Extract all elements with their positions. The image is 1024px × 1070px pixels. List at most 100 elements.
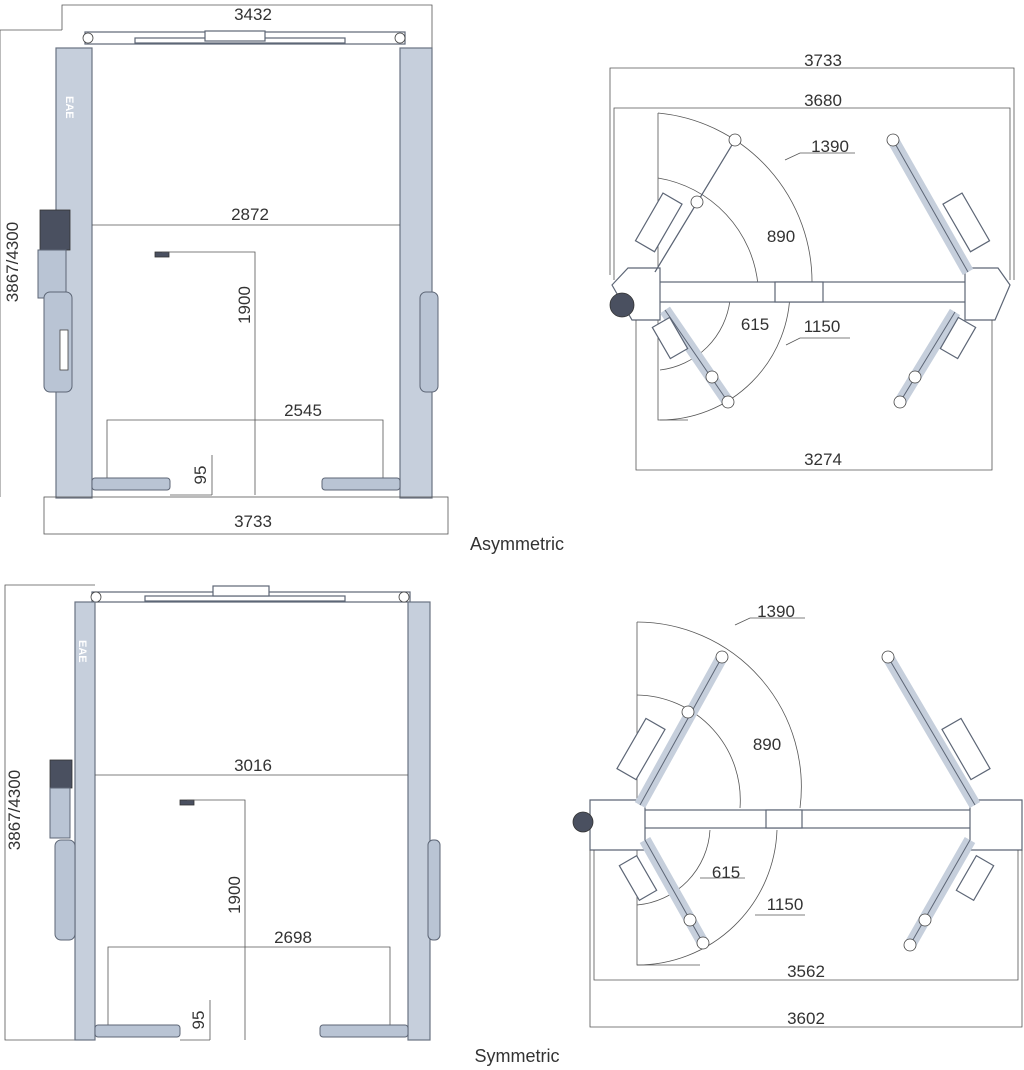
asym-top-overall-width-label: 3733 — [804, 51, 842, 70]
sym-arm-short-min-arc — [636, 829, 711, 906]
pad-height-dimension-line — [170, 455, 213, 496]
asymmetric-caption: Asymmetric — [470, 534, 564, 554]
door-guard — [634, 192, 683, 253]
sym-right-carriage-cover — [427, 839, 441, 941]
sym-left-lift-arm — [94, 1024, 181, 1038]
sym-arm-pad — [683, 913, 697, 927]
asym-column-span-label: 3680 — [804, 91, 842, 110]
arm-pad — [728, 133, 742, 147]
sym-top-inner-width-label: 3562 — [787, 962, 825, 981]
asymmetric-front-view: 3432 3867/4300 EAE 2872 1900 2545 95 — [0, 4, 449, 535]
sym-top-arm-long-min-label: 890 — [753, 735, 781, 754]
sym-door-guard — [618, 854, 658, 902]
motor-top-icon — [609, 292, 635, 318]
crossbar-pulley-left — [82, 32, 94, 44]
symmetric-front-view: 3867/4300 EAE 3016 1900 2698 95 — [4, 584, 441, 1041]
floor-outline — [43, 496, 449, 535]
sym-top-overall-width-label: 3602 — [787, 1009, 825, 1028]
sym-height-label: 3867/4300 — [5, 770, 24, 850]
sym-right-column — [407, 601, 431, 1041]
sym-base-width-label: 2698 — [274, 928, 312, 947]
sym-front-left-arm-outline — [639, 656, 723, 806]
asym-top-arm-short-min-label: 615 — [741, 315, 769, 334]
sym-arm-short-arc — [636, 829, 778, 966]
sym-left-column-base — [589, 799, 646, 851]
sym-crossbar-pulley-right — [398, 591, 410, 603]
sym-arm-pad — [715, 650, 729, 664]
sym-height-dimension-line — [4, 584, 95, 1041]
asym-top-arm-long-label: 1390 — [811, 137, 849, 156]
right-column — [399, 47, 433, 499]
lift-height-dimension-line — [162, 251, 256, 495]
sym-crossbar-pulley-left — [90, 591, 102, 603]
arm-pad — [690, 195, 704, 209]
sym-control-box — [54, 839, 76, 941]
arm-long-min-arc — [657, 177, 759, 286]
sym-base-width-dimension-line — [107, 946, 391, 1035]
sym-door-guard — [955, 854, 995, 902]
asym-floor-width-label: 3733 — [234, 512, 272, 531]
asym-inner-width-label: 2872 — [231, 205, 269, 224]
right-lift-arm — [321, 477, 401, 491]
sym-arm-long-leader — [734, 617, 805, 626]
asymmetric-top-view: 3733 3680 1390 890 615 1150 — [609, 51, 1015, 471]
sym-arm-pad — [881, 650, 895, 664]
sym-arm-long-min-arc — [636, 694, 741, 809]
asym-pad-height-label: 95 — [191, 466, 210, 485]
top-overall-width-dimension-line — [609, 67, 1015, 280]
arm-pad — [721, 395, 735, 409]
door-guard — [651, 316, 689, 360]
top-beam-center-plate — [774, 281, 824, 303]
sym-arm-pad — [918, 913, 932, 927]
sym-crossbar-rod — [144, 595, 346, 602]
sym-pad-height-dimension-line — [180, 1000, 211, 1041]
door-guard — [942, 192, 991, 253]
arm-long-arc — [657, 112, 813, 286]
sym-lift-height-dimension-line — [187, 799, 246, 1040]
sym-right-column-base — [969, 799, 1023, 851]
sym-left-column — [74, 601, 96, 1041]
arm-short-arc — [659, 289, 791, 421]
asym-top-base-width-label: 3274 — [804, 450, 842, 469]
asym-top-arm-short-label: 1150 — [804, 317, 841, 336]
control-panel — [59, 329, 69, 371]
sym-door-guard — [616, 717, 666, 781]
symmetric-top-view: 1390 890 615 1150 3562 — [572, 602, 1023, 1028]
right-column-base — [964, 267, 1011, 321]
sym-door-guard — [941, 717, 991, 781]
sym-right-lift-arm — [319, 1024, 409, 1038]
sym-motor-top-icon — [572, 811, 594, 833]
sym-arm-pad — [681, 705, 695, 719]
arm-short-leader — [785, 337, 850, 346]
sym-rear-right-arm-outline — [909, 839, 971, 946]
asym-overall-width-label: 3432 — [234, 5, 272, 24]
sym-motor-icon — [49, 759, 73, 789]
arm-long-leader — [784, 152, 855, 161]
symmetric-caption: Symmetric — [475, 1046, 560, 1066]
column-span-dimension-line — [613, 107, 1011, 280]
column-brand-logo: EAE — [63, 96, 75, 119]
arm-pad — [908, 370, 922, 384]
sym-top-beam-center-plate — [765, 809, 803, 829]
door-guard — [939, 316, 977, 360]
asym-height-label: 3867/4300 — [3, 222, 22, 302]
sym-arm-pad — [696, 936, 710, 950]
rear-left-arm-outline — [664, 309, 729, 403]
left-lift-arm — [91, 477, 171, 491]
sym-inner-width-label: 3016 — [234, 756, 272, 775]
base-width-dimension-line — [106, 419, 384, 485]
top-base-width-dimension-line — [635, 320, 993, 471]
hydraulic-tank — [37, 249, 67, 299]
arm-short-min-arc — [659, 299, 731, 371]
right-carriage-cover — [419, 291, 439, 393]
rear-right-arm-outline — [899, 311, 956, 403]
crossbar-pulley-right — [394, 32, 406, 44]
asym-lift-height-label: 1900 — [235, 286, 254, 324]
lift-stop-icon — [154, 251, 170, 258]
sym-crossbar-bracket — [212, 585, 270, 597]
asym-base-width-label: 2545 — [284, 401, 322, 420]
asym-top-arm-long-min-label: 890 — [767, 227, 795, 246]
arm-pad — [886, 133, 900, 147]
sym-arm-pad — [903, 938, 917, 952]
